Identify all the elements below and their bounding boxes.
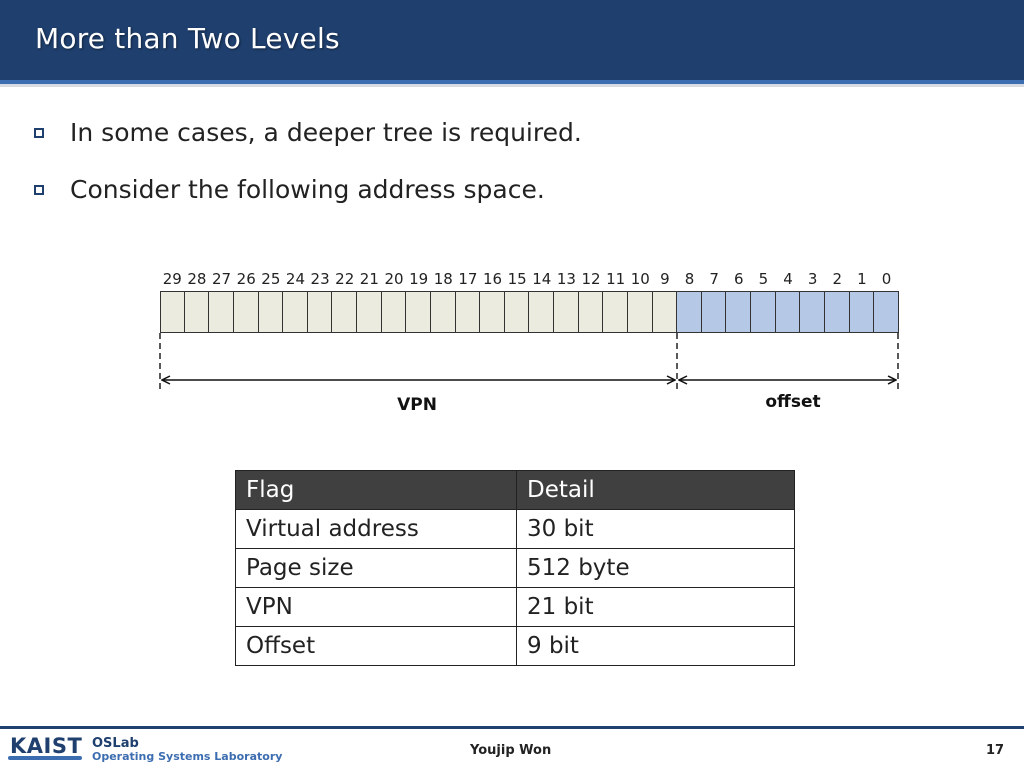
column-header-flag: Flag: [235, 470, 517, 510]
bit-number-label: 16: [482, 270, 503, 288]
bit-number-label: 15: [507, 270, 527, 288]
bit-cell: [430, 291, 456, 333]
bit-number-label: 19: [409, 270, 429, 288]
bit-cell: [677, 291, 702, 333]
bit-cell: [874, 291, 899, 333]
bullet-item: Consider the following address space.: [34, 175, 545, 204]
bit-cell: [332, 291, 358, 333]
bit-number-label: 12: [581, 270, 601, 288]
bit-number-label: 14: [532, 270, 552, 288]
table-header-row: Flag Detail: [235, 470, 795, 510]
bit-cell: [504, 291, 530, 333]
bit-number-label: 13: [556, 270, 576, 288]
bit-cell: [775, 291, 801, 333]
slide-title: More than Two Levels: [35, 22, 340, 55]
range-arrows: [159, 333, 899, 392]
bit-cell: [800, 291, 825, 333]
bit-cell: [283, 291, 308, 333]
address-info-table: Flag Detail Virtual address 30 bit Page …: [235, 470, 795, 666]
bit-number-label: 4: [783, 270, 793, 288]
square-bullet-icon: [34, 127, 44, 138]
bit-number-label: 7: [709, 270, 719, 288]
flag-cell: Virtual address: [235, 509, 517, 549]
bit-cell: [233, 291, 259, 333]
bit-cell: [209, 291, 234, 333]
table-row: Offset 9 bit: [235, 626, 795, 666]
flag-cell: Offset: [235, 626, 517, 666]
bit-cell: [849, 291, 875, 333]
bit-cell: [184, 291, 210, 333]
bit-number-label: 26: [236, 270, 256, 288]
footer-line: [0, 726, 1024, 729]
bit-number-label: 6: [734, 270, 744, 288]
vpn-label: VPN: [397, 395, 437, 415]
bit-number-label: 11: [606, 270, 626, 288]
bit-cell: [307, 291, 333, 333]
offset-label: offset: [765, 392, 821, 412]
bit-number-label: 10: [630, 270, 650, 288]
square-bullet-icon: [34, 184, 44, 195]
table-row: Virtual address 30 bit: [235, 509, 795, 549]
bit-cell: [529, 291, 555, 333]
bit-cell: [751, 291, 776, 333]
bit-cell: [701, 291, 727, 333]
bit-number-label: 2: [832, 270, 843, 288]
bit-cell: [554, 291, 579, 333]
flag-cell: Page size: [235, 548, 517, 588]
oslab-logo-subtitle: Operating Systems Laboratory: [92, 750, 283, 763]
bit-cell: [578, 291, 604, 333]
flag-cell: VPN: [235, 587, 517, 627]
bit-number-label: 29: [162, 270, 182, 288]
header-shadow-line: [0, 84, 1024, 87]
bit-number-label: 20: [384, 270, 404, 288]
bit-cell: [160, 291, 185, 333]
bit-number-label: 3: [807, 270, 818, 288]
table-row: VPN 21 bit: [235, 587, 795, 627]
bit-number-label: 0: [881, 270, 892, 288]
bit-cell: [726, 291, 752, 333]
detail-cell: 9 bit: [516, 626, 795, 666]
bit-number-label: 18: [433, 270, 453, 288]
detail-cell: 21 bit: [516, 587, 795, 627]
table-row: Page size 512 byte: [235, 548, 795, 588]
bullet-text: In some cases, a deeper tree is required…: [70, 118, 582, 147]
bit-number-label: 25: [261, 270, 281, 288]
bit-number-label: 8: [684, 270, 695, 288]
bit-number-label: 27: [212, 270, 232, 288]
bit-cell: [406, 291, 431, 333]
bit-cell: [627, 291, 653, 333]
bit-number-label: 23: [310, 270, 330, 288]
bullet-item: In some cases, a deeper tree is required…: [34, 118, 582, 147]
bit-cell: [825, 291, 850, 333]
bit-cell: [357, 291, 382, 333]
bit-cell: [258, 291, 284, 333]
bit-number-label: 9: [660, 270, 670, 288]
bullet-text: Consider the following address space.: [70, 175, 545, 204]
kaist-logo: KAIST: [10, 734, 83, 758]
oslab-logo-title: OSLab: [92, 736, 139, 751]
bit-number-label: 5: [758, 270, 769, 288]
bit-number-label: 1: [857, 270, 867, 288]
bit-number-label: 24: [285, 270, 305, 288]
page-number: 17: [986, 743, 1005, 758]
bit-number-label: 21: [359, 270, 379, 288]
footer-author: Youjip Won: [470, 743, 552, 758]
bit-number-label: 22: [335, 270, 355, 288]
header-bar: [0, 0, 1024, 80]
bit-cell: [652, 291, 678, 333]
bit-cell: [455, 291, 481, 333]
bit-cell: [603, 291, 628, 333]
detail-cell: 512 byte: [516, 548, 795, 588]
header-accent-line: [0, 80, 1024, 84]
bit-cell: [381, 291, 407, 333]
bit-cell: [480, 291, 505, 333]
bit-number-label: 17: [458, 270, 478, 288]
bit-number-label: 28: [187, 270, 207, 288]
column-header-detail: Detail: [516, 470, 795, 510]
kaist-logo-swoosh: [8, 756, 82, 760]
detail-cell: 30 bit: [516, 509, 795, 549]
